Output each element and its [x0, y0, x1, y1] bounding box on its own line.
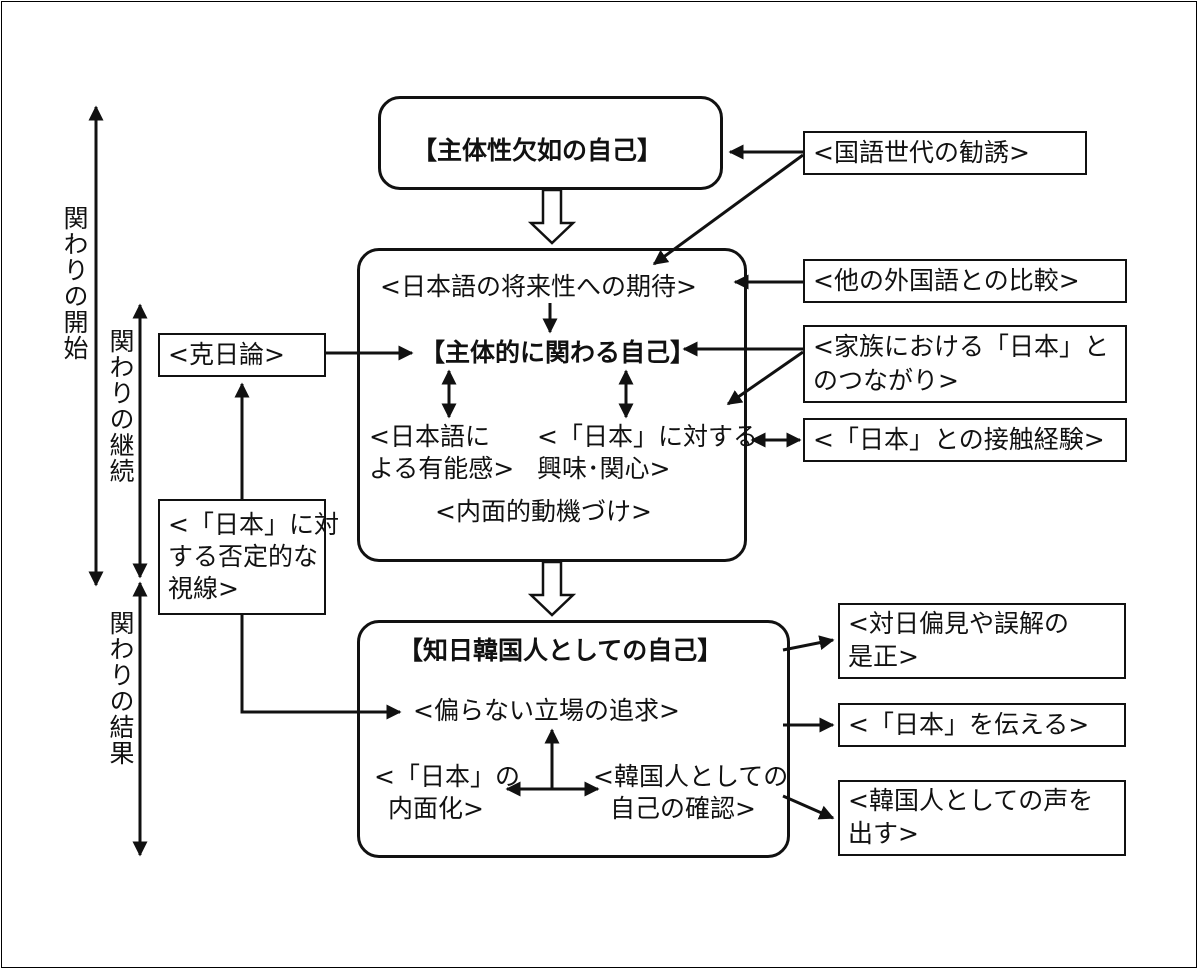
self-confirm-text-1: <韓国人としての [593, 762, 789, 791]
recruit-text: <国語世代の勧誘> [813, 138, 1030, 167]
negative-view-text-2: する否定的な [168, 542, 319, 571]
korean-voice-text-2: 出す> [848, 819, 919, 848]
axis-label-continue: 関わりの継続 [106, 328, 135, 484]
hollow-arrow-stage2-to-stage3 [527, 560, 577, 617]
kokunichi-box [158, 333, 326, 377]
arrow-to-correct-prejudice [782, 635, 835, 652]
correct-prejudice-box [838, 603, 1126, 679]
korean-voice-text-1: <韓国人としての声を [848, 786, 1094, 815]
arrow-to-korean-voice [782, 794, 835, 820]
korean-voice-box [838, 780, 1126, 856]
hollow-arrow-stage1-to-stage2 [527, 188, 577, 245]
interest-text-2: 興味･関心> [537, 454, 671, 483]
competence-text-2: よる有能感> [369, 454, 515, 483]
compare-text: <他の外国語との比較> [813, 266, 1080, 295]
negative-view-box [158, 499, 326, 615]
family-text-2: のつながり> [813, 366, 959, 395]
recruit-box [803, 131, 1087, 175]
negative-view-text-3: 視線> [168, 574, 239, 603]
stage2-title: 【主体的に関わる自己】 [420, 338, 696, 367]
contact-box [803, 418, 1127, 462]
arrow-negative-to-pursuit [240, 615, 402, 720]
negative-view-text-1: <「日本」に対 [168, 510, 339, 539]
axis-label-result: 関わりの結果 [106, 610, 135, 766]
correct-prejudice-text-1: <対日偏見や誤解の [848, 609, 1069, 638]
arrow-family-to-interest [726, 350, 804, 406]
competence-text-1: <日本語に [369, 422, 490, 451]
correct-prejudice-text-2: 是正> [848, 642, 919, 671]
internalization-text-2: 内面化> [388, 794, 484, 823]
motivation-text: <内面的動機づけ> [435, 497, 652, 526]
stage1-box [378, 96, 723, 190]
stage3-box [357, 620, 790, 858]
internalization-text-1: <「日本」の [374, 762, 520, 791]
arrow-recruit-to-expectation [652, 153, 804, 266]
compare-box [803, 259, 1127, 303]
interest-text-1: <「日本」に対する [537, 422, 758, 451]
contact-text: <「日本」との接触経験> [813, 425, 1105, 454]
family-box [803, 325, 1127, 403]
convey-japan-text: <「日本」を伝える> [848, 710, 1090, 739]
stage2-box [357, 248, 747, 562]
family-text-1: <家族における「日本」と [813, 332, 1109, 361]
pursuit-text: <偏らない立場の追求> [413, 696, 680, 725]
expectation-text: <日本語の将来性への期待> [380, 272, 697, 301]
stage3-title: 【知日韓国人としての自己】 [398, 636, 723, 665]
kokunichi-text: <克日論> [168, 340, 285, 369]
convey-japan-box [838, 703, 1126, 747]
stage1-title: 【主体性欠如の自己】 [412, 136, 663, 165]
axis-label-start: 関わりの開始 [60, 205, 89, 361]
self-confirm-text-2: 自己の確認> [610, 794, 756, 823]
